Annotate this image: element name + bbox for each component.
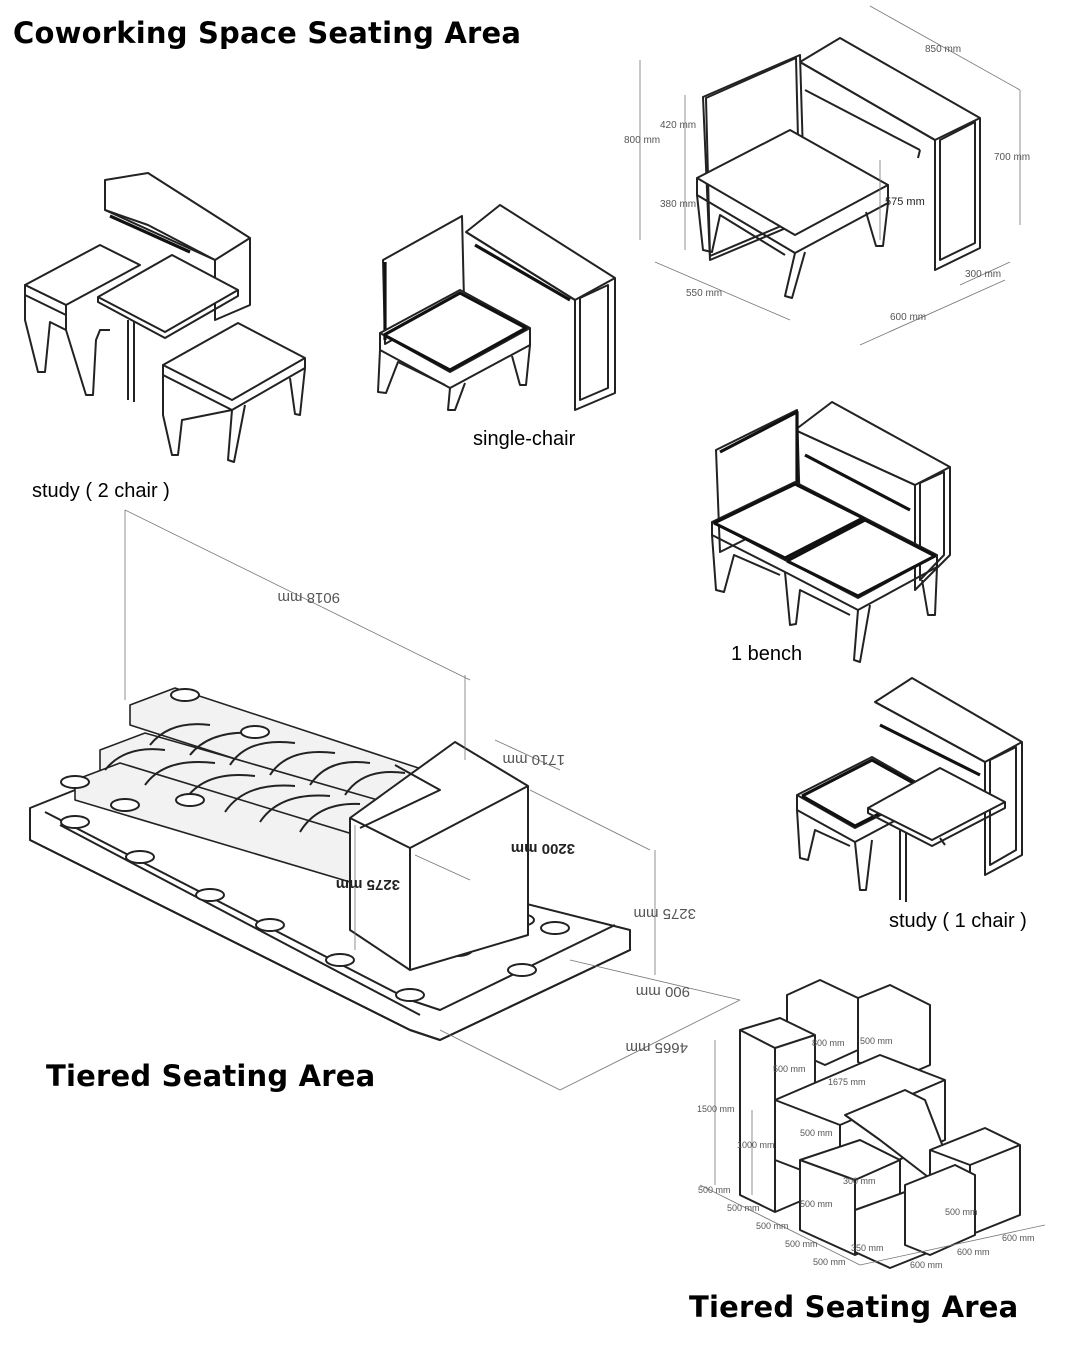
caption-1-bench: 1 bench	[731, 643, 803, 665]
dim-500-f: 500 mm	[945, 1207, 978, 1217]
single-chair-drawing	[377, 204, 616, 411]
dim-380: 380 mm	[660, 199, 696, 210]
caption-study-1-chair: study ( 1 chair )	[889, 910, 1027, 932]
dim-900: 900 mm	[636, 983, 690, 1000]
tiered-seating-large-drawing: 9018 mm 1710 mm 3200 mm 3275 mm 3275 mm …	[29, 509, 741, 1091]
tiered-seating-heading-left: Tiered Seating Area	[46, 1059, 376, 1093]
dim-300: 300 mm	[965, 269, 1001, 280]
dim-420: 420 mm	[660, 120, 696, 131]
dim-1000: 1000 mm	[737, 1140, 775, 1150]
dim-500-mid: 500 mm	[800, 1128, 833, 1138]
dim-9018: 9018 mm	[277, 589, 340, 606]
dim-600: 600 mm	[890, 312, 926, 323]
dim-550: 550 mm	[686, 288, 722, 299]
dim-500-g: 500 mm	[813, 1257, 846, 1267]
dim-350: 350 mm	[851, 1243, 884, 1253]
caption-single-chair: single-chair	[473, 428, 576, 450]
single-chair-dimension-drawing: 850 mm 420 mm 800 mm 380 mm 575 mm 700 m…	[624, 5, 1030, 346]
dim-300: 300 mm	[843, 1176, 876, 1186]
dim-3275-outer: 3275 mm	[633, 905, 696, 922]
dim-850: 850 mm	[925, 44, 961, 55]
bench-drawing	[711, 401, 951, 663]
dim-500-d: 500 mm	[756, 1221, 789, 1231]
dim-500-left: 500 mm	[773, 1064, 806, 1074]
dim-3200: 3200 mm	[511, 840, 575, 857]
study-1-chair-drawing	[796, 677, 1023, 902]
caption-study-2-chair: study ( 2 chair )	[32, 480, 170, 502]
coworking-heading: Coworking Space Seating Area	[13, 16, 522, 50]
dim-500-b: 500 mm	[727, 1203, 760, 1213]
dim-500-c: 500 mm	[800, 1199, 833, 1209]
tiered-seating-heading-right: Tiered Seating Area	[689, 1290, 1019, 1324]
dim-500-e: 500 mm	[785, 1239, 818, 1249]
dim-800-top: 800 mm	[812, 1038, 845, 1048]
study-2-chair-drawing	[24, 172, 306, 463]
dim-575: 575 mm	[885, 196, 925, 208]
tiered-seating-small-drawing: 800 mm 500 mm 500 mm 1675 mm 1500 mm 500…	[697, 979, 1046, 1270]
dim-600-c: 600 mm	[910, 1260, 943, 1270]
dim-500-top: 500 mm	[860, 1036, 893, 1046]
dim-3275-inner: 3275 mm	[336, 876, 400, 893]
dim-1710: 1710 mm	[502, 751, 565, 768]
dim-800: 800 mm	[624, 135, 660, 146]
dim-600-a: 600 mm	[1002, 1233, 1035, 1243]
dim-700: 700 mm	[994, 152, 1030, 163]
dim-4665: 4665 mm	[625, 1039, 688, 1056]
dim-600-b: 600 mm	[957, 1247, 990, 1257]
dim-1675: 1675 mm	[828, 1077, 866, 1087]
dim-500-a: 500 mm	[698, 1185, 731, 1195]
dim-1500: 1500 mm	[697, 1104, 735, 1114]
